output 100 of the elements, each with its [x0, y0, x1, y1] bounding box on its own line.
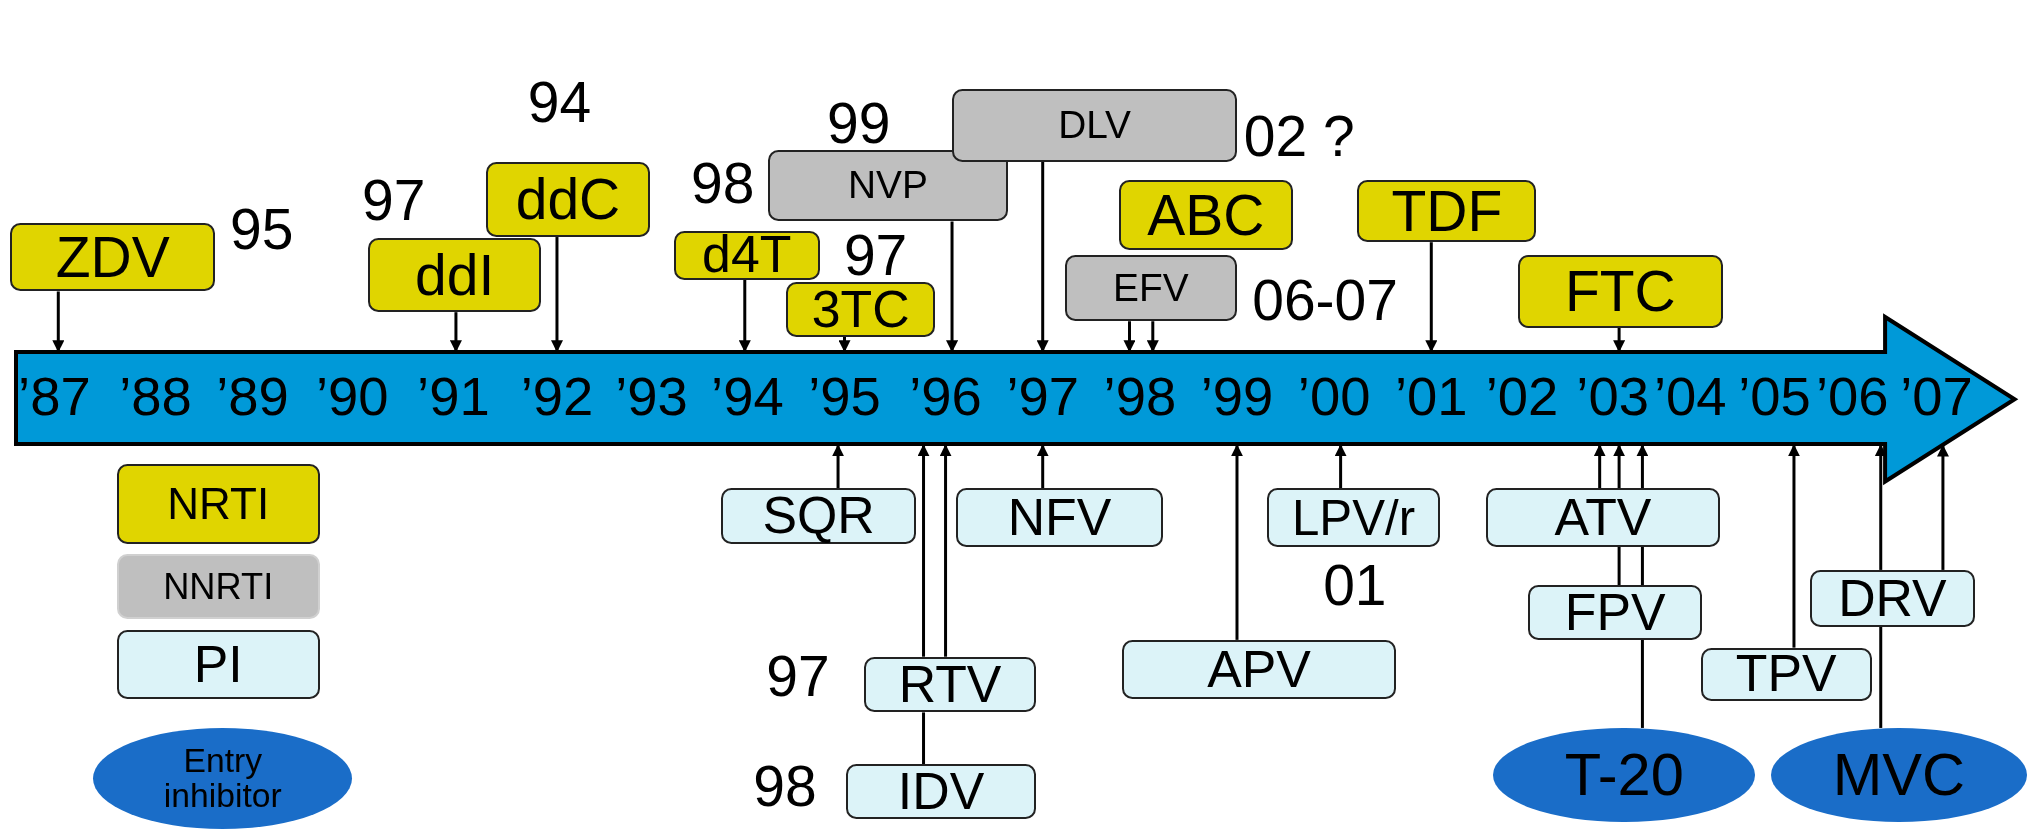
legend-label: Entry inhibitor — [162, 743, 283, 814]
arrow — [1334, 444, 1347, 489]
drug-name: FTC — [1565, 262, 1676, 320]
drug-box — [1357, 180, 1537, 243]
drug-name: ABC — [1147, 186, 1265, 244]
drug-name: FPV — [1564, 586, 1666, 639]
year-tick-label: ’04 — [1654, 370, 1727, 425]
drug-box — [786, 282, 936, 337]
arrow — [1036, 444, 1049, 489]
year-note: 01 — [1323, 556, 1387, 614]
drug-name: DLV — [1058, 106, 1131, 146]
drug-name: LPV/r — [1292, 492, 1416, 543]
drug-box — [1518, 255, 1723, 328]
year-note: 98 — [691, 155, 755, 213]
arrow — [1593, 444, 1606, 489]
year-tick-label: ’99 — [1200, 370, 1274, 425]
drug-box — [1121, 639, 1397, 700]
drug-name: TPV — [1735, 648, 1837, 701]
arrow — [1613, 444, 1626, 489]
drug-name: SQR — [762, 490, 875, 543]
arrow — [1146, 321, 1159, 353]
year-tick-label: ’93 — [615, 370, 688, 425]
drug-box — [1809, 569, 1976, 627]
drug-name: APV — [1207, 643, 1311, 696]
year-tick-label: ’06 — [1815, 370, 1889, 425]
year-note: 97 — [843, 226, 908, 284]
arrow — [1636, 444, 1649, 489]
drug-name: NVP — [847, 166, 928, 206]
drug-box — [673, 230, 820, 280]
arrow — [838, 336, 851, 353]
year-tick-label: ’05 — [1738, 370, 1811, 425]
year-tick-label: ’90 — [316, 370, 389, 425]
drug-name: EFV — [1113, 268, 1189, 308]
drug-box — [1266, 488, 1441, 547]
year-tick-label: ’87 — [18, 370, 91, 425]
drug-name: ddI — [415, 246, 495, 304]
drug-name: d4T — [702, 229, 792, 282]
drug-box — [1119, 180, 1293, 250]
year-tick-label: ’00 — [1297, 370, 1371, 425]
year-note: 95 — [229, 200, 294, 258]
year-tick-label: ’91 — [417, 370, 490, 425]
year-tick-label: ’95 — [808, 370, 881, 425]
arrow — [1036, 161, 1049, 353]
year-note: 98 — [753, 757, 817, 815]
drug-box — [10, 222, 215, 292]
year-note: 02 ? — [1243, 107, 1355, 165]
year-note: 06-07 — [1252, 272, 1398, 329]
drug-box — [952, 89, 1237, 162]
drug-box — [1700, 647, 1872, 701]
legend-label: NRTI — [166, 480, 271, 527]
arrow — [946, 221, 959, 353]
arrow — [1613, 327, 1626, 353]
drug-name: TDF — [1391, 182, 1503, 240]
arrow — [738, 279, 751, 353]
year-note: 97 — [362, 172, 426, 230]
year-tick-label: ’03 — [1576, 370, 1649, 425]
drug-box — [1528, 585, 1702, 640]
arrow — [52, 291, 65, 353]
drug-box — [768, 150, 1008, 222]
year-tick-label: ’02 — [1485, 370, 1559, 425]
year-tick-label: ’94 — [711, 370, 784, 425]
arrow — [1787, 444, 1800, 648]
drug-name: MVC — [1832, 745, 1966, 805]
year-tick-label: ’96 — [909, 370, 982, 425]
arrow — [939, 444, 952, 657]
drug-name: DRV — [1838, 572, 1947, 625]
legend-label: NNRTI — [162, 567, 275, 606]
drug-name: ddC — [515, 170, 621, 228]
year-tick-label: ’07 — [1900, 370, 1973, 425]
drug-box — [845, 764, 1037, 819]
drug-box — [485, 161, 651, 238]
drug-name: NFV — [1007, 491, 1112, 544]
year-tick-label: ’89 — [216, 370, 289, 425]
drug-name: ZDV — [55, 228, 170, 286]
drug-name: 3TC — [811, 283, 910, 336]
arrow — [832, 444, 845, 489]
drug-box — [721, 488, 916, 544]
year-tick-label: ’88 — [119, 370, 192, 425]
arrow — [917, 444, 930, 657]
legend-label: PI — [192, 637, 244, 692]
year-tick-label: ’98 — [1103, 370, 1177, 425]
year-tick-label: ’01 — [1395, 370, 1468, 425]
drug-name: IDV — [897, 765, 985, 818]
drug-box — [1485, 488, 1721, 547]
year-note: 94 — [527, 73, 592, 131]
arrow — [1123, 321, 1136, 353]
year-tick-label: ’92 — [520, 370, 594, 425]
drug-box — [367, 238, 542, 313]
arrow — [550, 237, 563, 353]
drug-name: T-20 — [1564, 745, 1684, 805]
year-note: 97 — [766, 647, 830, 705]
year-tick-label: ’97 — [1006, 370, 1079, 425]
arrow — [1425, 242, 1438, 353]
drug-name: ATV — [1554, 491, 1652, 544]
arrow — [449, 312, 462, 353]
arrow — [1231, 444, 1243, 640]
drug-box — [863, 656, 1037, 713]
drug-box — [955, 488, 1164, 547]
year-note: 99 — [827, 94, 891, 152]
drug-name: RTV — [898, 658, 1002, 711]
